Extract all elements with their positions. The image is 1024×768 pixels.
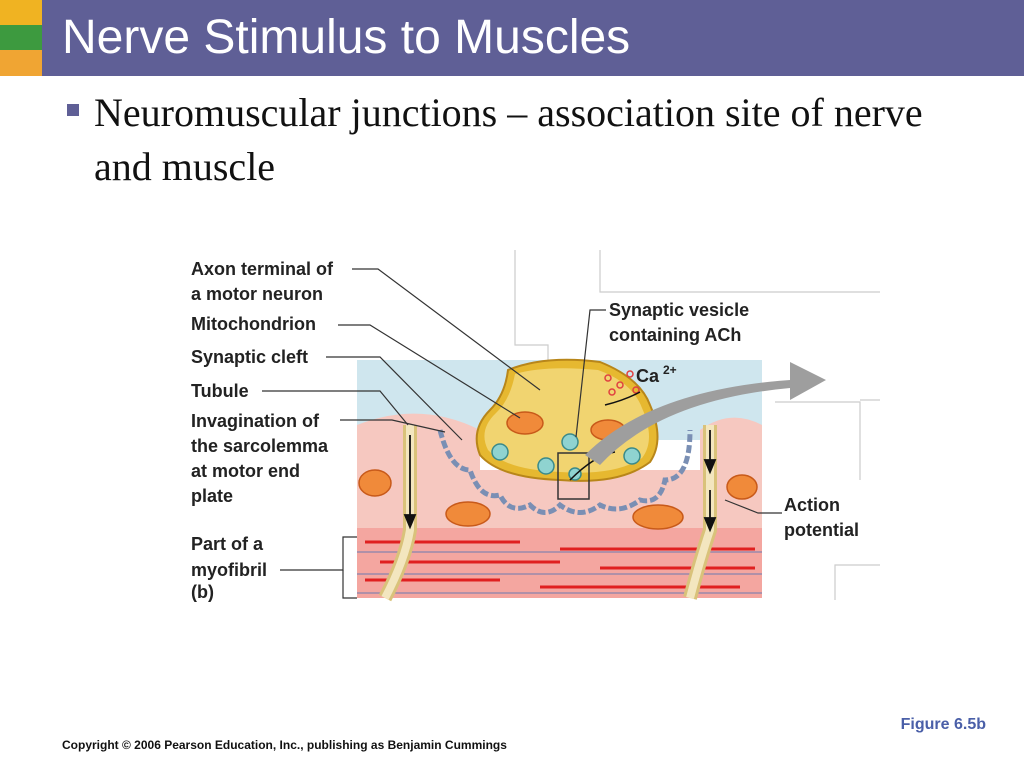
synaptic-vesicles <box>491 433 641 481</box>
figure-caption: Figure 6.5b <box>900 716 986 733</box>
label-invagination-line1: Invagination of <box>191 411 320 431</box>
neuromuscular-junction-figure: Axon terminal of a motor neuron Mitochon… <box>191 250 880 602</box>
calcium-ions <box>604 370 640 396</box>
label-mitochondrion: Mitochondrion <box>191 314 316 334</box>
copyright-notice: Copyright © 2006 Pearson Education, Inc.… <box>62 738 507 752</box>
bullet-text: Neuromuscular junctions – association si… <box>94 90 923 189</box>
title-bar <box>42 0 1024 76</box>
corner-accent-green <box>0 25 42 50</box>
label-action-potential-line1: Action <box>784 495 840 515</box>
corner-accent-orange <box>0 50 42 76</box>
label-invagination-line4: plate <box>191 486 233 506</box>
label-synaptic-vesicle-line2: containing ACh <box>609 325 741 345</box>
vesicle-highlight-box <box>557 452 590 500</box>
leader-lines <box>262 268 782 599</box>
label-axon-terminal-line1: Axon terminal of <box>191 259 334 279</box>
t-tubule-left <box>378 425 417 602</box>
label-invagination-line3: at motor end <box>191 461 300 481</box>
label-action-potential-line2: potential <box>784 520 859 540</box>
calcium-arrow <box>604 391 641 406</box>
terminal-mitochondria <box>506 411 626 441</box>
label-invagination-line2: the sarcolemma <box>191 436 329 456</box>
corner-accent-yellow <box>0 0 42 25</box>
label-axon-terminal-line2: a motor neuron <box>191 284 323 304</box>
slide-title: Nerve Stimulus to Muscles <box>62 11 631 64</box>
bullet-square-icon <box>67 104 79 116</box>
label-synaptic-vesicle-line1: Synaptic vesicle <box>609 300 749 320</box>
label-calcium-charge: 2+ <box>663 363 677 377</box>
label-tubule: Tubule <box>191 381 249 401</box>
label-synaptic-cleft: Synaptic cleft <box>191 347 308 367</box>
muscle-mitochondria <box>358 469 758 530</box>
junctional-folds <box>437 429 693 515</box>
label-calcium: Ca <box>636 366 660 386</box>
label-myofibril-line2: myofibril <box>191 560 267 580</box>
signal-arrow <box>585 362 826 465</box>
figure-frame-lines <box>514 250 880 600</box>
label-myofibril-line1: Part of a <box>191 534 264 554</box>
myofibril-stripes <box>365 540 755 589</box>
label-panel-b: (b) <box>191 582 214 602</box>
action-potential-arrows <box>403 430 717 533</box>
